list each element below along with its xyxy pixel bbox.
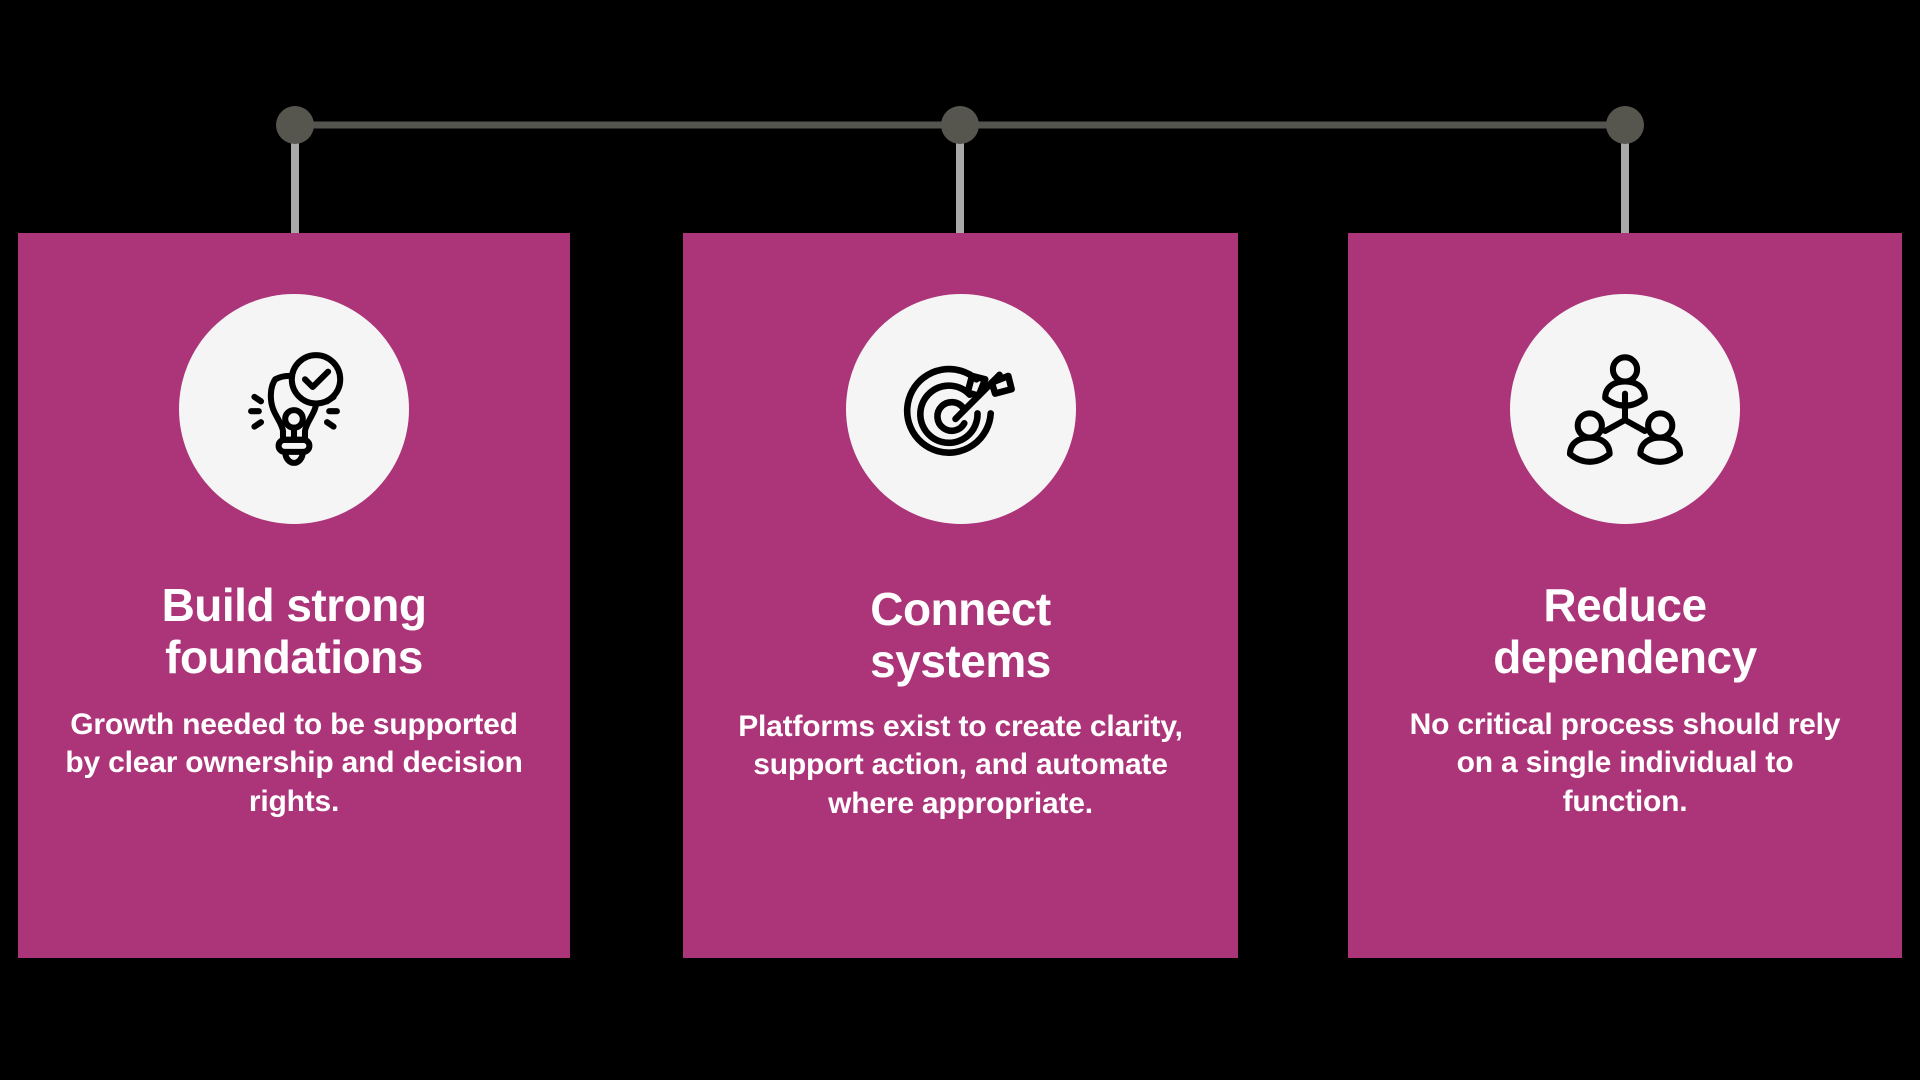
card-title: Reduce dependency (1493, 579, 1757, 683)
card-connect-systems[interactable]: Connect systems Platforms exist to creat… (683, 233, 1238, 958)
card-title: Connect systems (870, 583, 1051, 687)
connector-node-0 (276, 106, 314, 144)
icon-badge (845, 294, 1076, 524)
icon-badge (1510, 294, 1740, 524)
lightbulb-check-icon (248, 352, 344, 466)
connector-node-1 (941, 106, 979, 144)
card-body: No critical process should rely on a sin… (1409, 707, 1841, 818)
card-title: Build strong foundations (161, 579, 427, 683)
card-reduce-dependency[interactable]: Reduce dependency No critical process sh… (1348, 233, 1902, 958)
card-body: Platforms exist to create clarity, suppo… (738, 709, 1183, 820)
people-network-icon (1566, 354, 1684, 465)
icon-badge (179, 294, 409, 524)
connector-node-2 (1606, 106, 1644, 144)
target-arrow-icon (903, 365, 1015, 456)
card-body: Growth needed to be supported by clear o… (65, 707, 523, 818)
card-build-strong-foundations[interactable]: Build strong foundations Growth needed t… (18, 233, 570, 958)
